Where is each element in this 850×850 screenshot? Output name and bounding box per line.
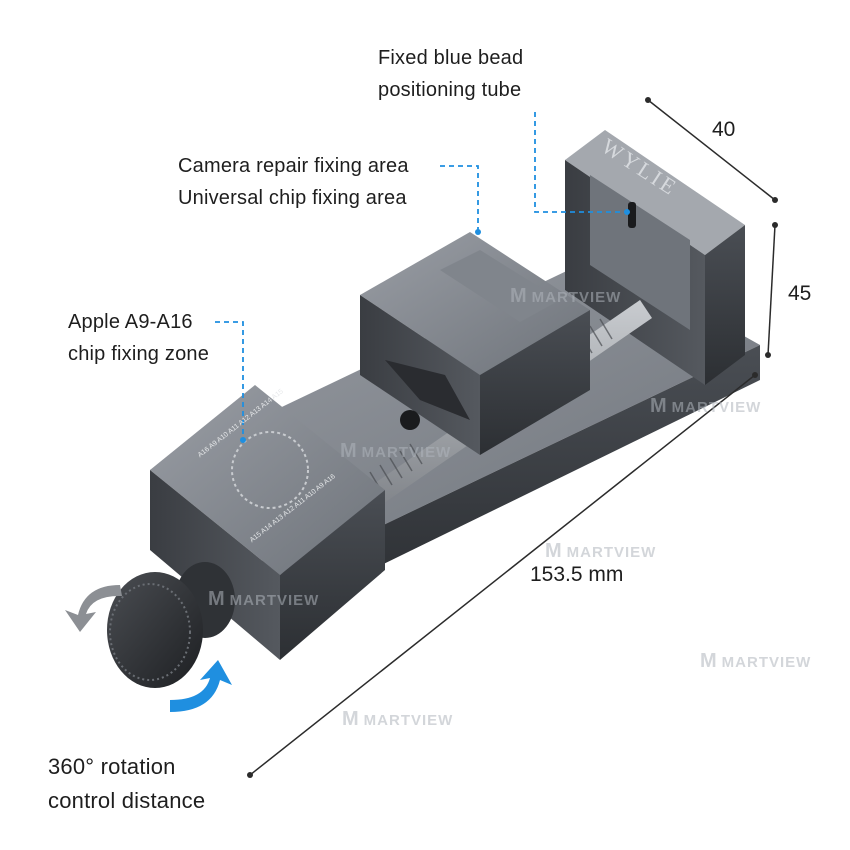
dimension-length: 153.5 mm bbox=[530, 563, 624, 586]
callout-rotation: 360° rotation control distance bbox=[48, 750, 205, 818]
watermark-text: MARTVIEW bbox=[671, 399, 762, 416]
chip-zone-marker bbox=[231, 431, 309, 509]
middle-slide-block bbox=[360, 232, 590, 455]
watermark-text: MARTVIEW bbox=[721, 654, 812, 671]
callout-apple-zone-line1: Apple A9-A16 bbox=[68, 311, 193, 333]
dimension-width: 40 bbox=[712, 118, 736, 141]
rotate-arrow-gray bbox=[65, 585, 122, 632]
callout-apple-zone: Apple A9-A16 chip fixing zone bbox=[68, 306, 209, 370]
leader-lines bbox=[215, 112, 625, 438]
watermark-text: MARTVIEW bbox=[361, 444, 452, 461]
callout-apple-zone-line2: chip fixing zone bbox=[68, 343, 210, 365]
callout-blue-bead: Fixed blue bead positioning tube bbox=[378, 42, 523, 106]
watermark-text: MARTVIEW bbox=[531, 289, 622, 306]
callout-camera-area: Camera repair fixing area Universal chip… bbox=[178, 150, 409, 214]
callout-blue-bead-line2: positioning tube bbox=[378, 79, 522, 101]
rotate-arrow-blue bbox=[170, 660, 232, 712]
dimension-lines bbox=[249, 99, 776, 776]
callout-blue-bead-line1: Fixed blue bead bbox=[378, 47, 524, 69]
dimension-height: 45 bbox=[788, 282, 812, 305]
watermark-text: MARTVIEW bbox=[566, 544, 657, 561]
callout-camera-area-line1: Camera repair fixing area bbox=[178, 155, 409, 177]
watermark-text: MARTVIEW bbox=[229, 592, 320, 609]
control-knob bbox=[107, 562, 235, 688]
right-fixed-block: WYLIE bbox=[565, 130, 745, 385]
callout-rotation-line1: 360° rotation bbox=[48, 754, 176, 779]
bead-hole bbox=[628, 202, 636, 228]
callout-camera-area-line2: Universal chip fixing area bbox=[178, 187, 407, 209]
watermark-text: MARTVIEW bbox=[363, 712, 454, 729]
callout-rotation-line2: control distance bbox=[48, 788, 206, 813]
